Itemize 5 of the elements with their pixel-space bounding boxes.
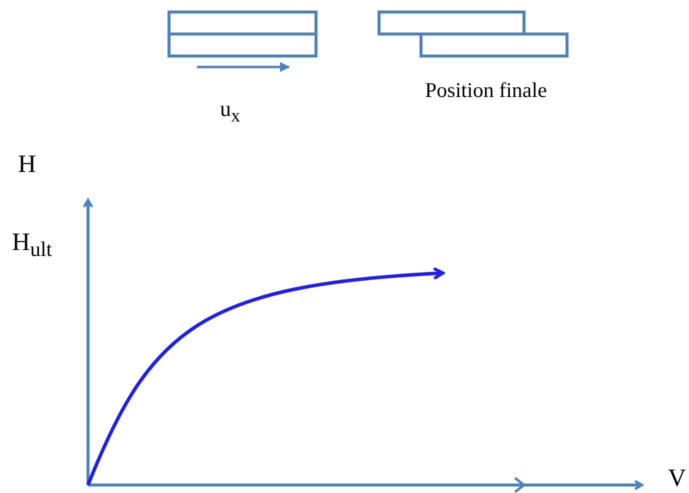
axis-label: H xyxy=(18,152,36,177)
axis-tick-label: H$_{ult}$ xyxy=(12,230,52,260)
axis-label: V xyxy=(668,466,686,491)
displacement-label: u$_{x}$ xyxy=(220,98,240,125)
position-label: Position finale xyxy=(425,80,547,101)
